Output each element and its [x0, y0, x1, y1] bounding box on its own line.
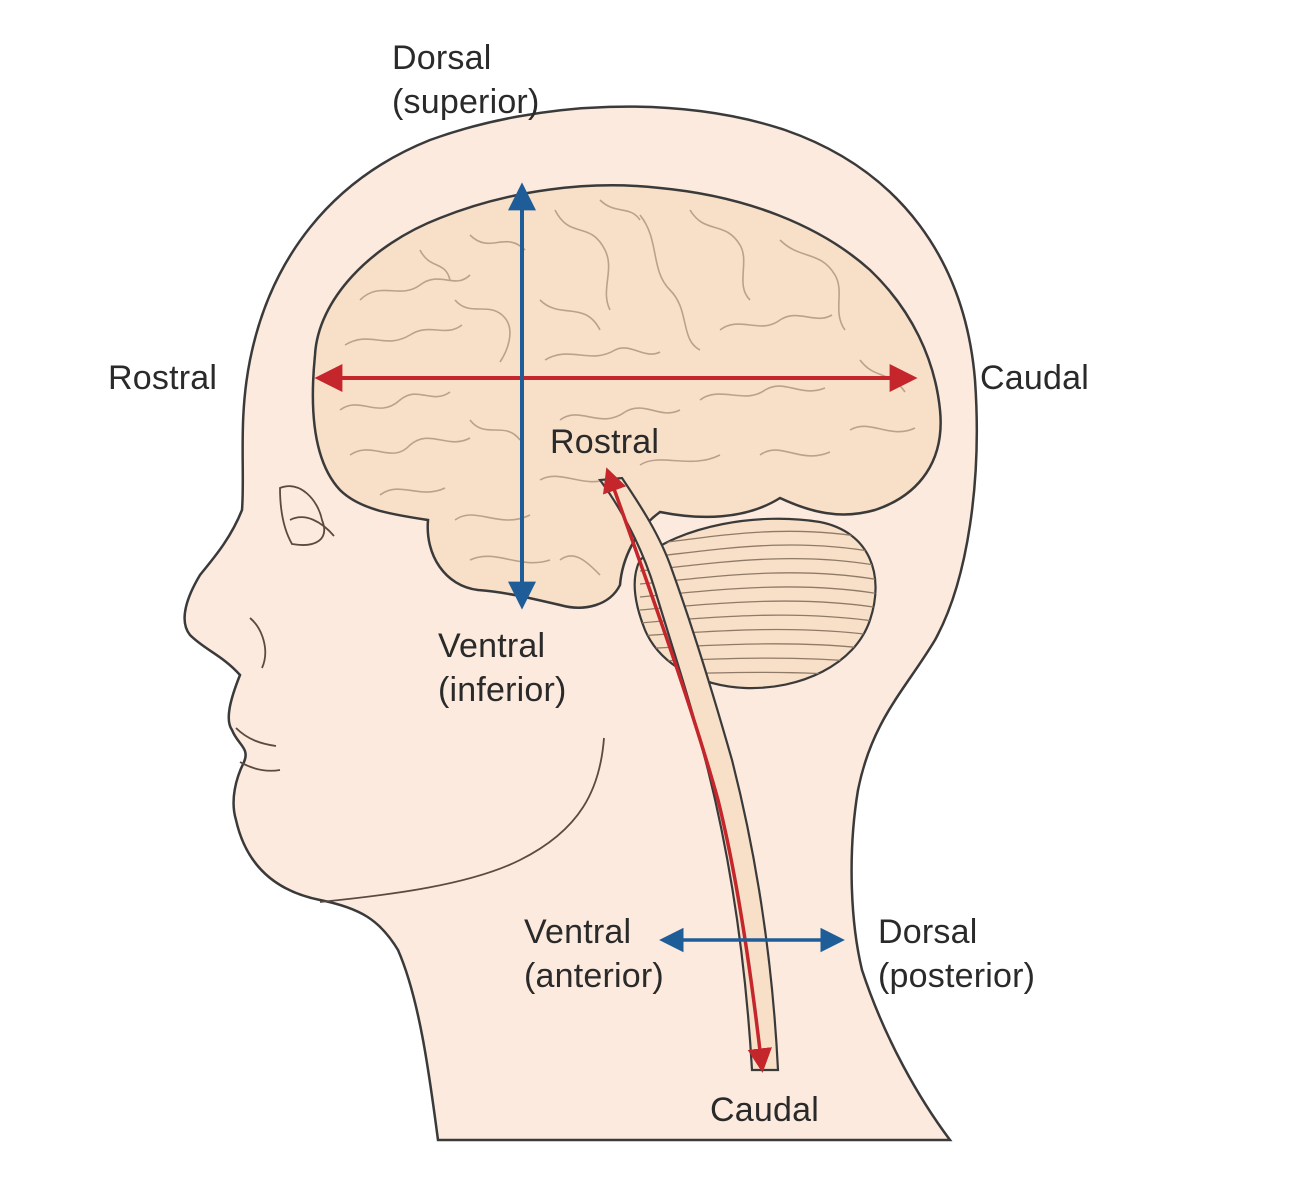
label-dorsal-posterior: Dorsal (posterior): [878, 913, 1036, 995]
label-rostral-left: Rostral: [108, 359, 218, 397]
label-caudal-right: Caudal: [980, 359, 1089, 397]
label-caudal-bottom: Caudal: [710, 1091, 819, 1129]
label-ventral-inferior: Ventral (inferior): [438, 627, 567, 709]
spinal-rostral-caudal-arrow: [603, 467, 772, 1073]
label-dorsal-superior: Dorsal (superior): [392, 39, 540, 121]
cerebrum: [311, 184, 942, 609]
label-rostral-brainstem: Rostral: [550, 423, 660, 461]
brain-gyri: [339, 199, 916, 576]
face-details: [235, 485, 605, 903]
label-ventral-anterior: Ventral (anterior): [524, 913, 664, 995]
